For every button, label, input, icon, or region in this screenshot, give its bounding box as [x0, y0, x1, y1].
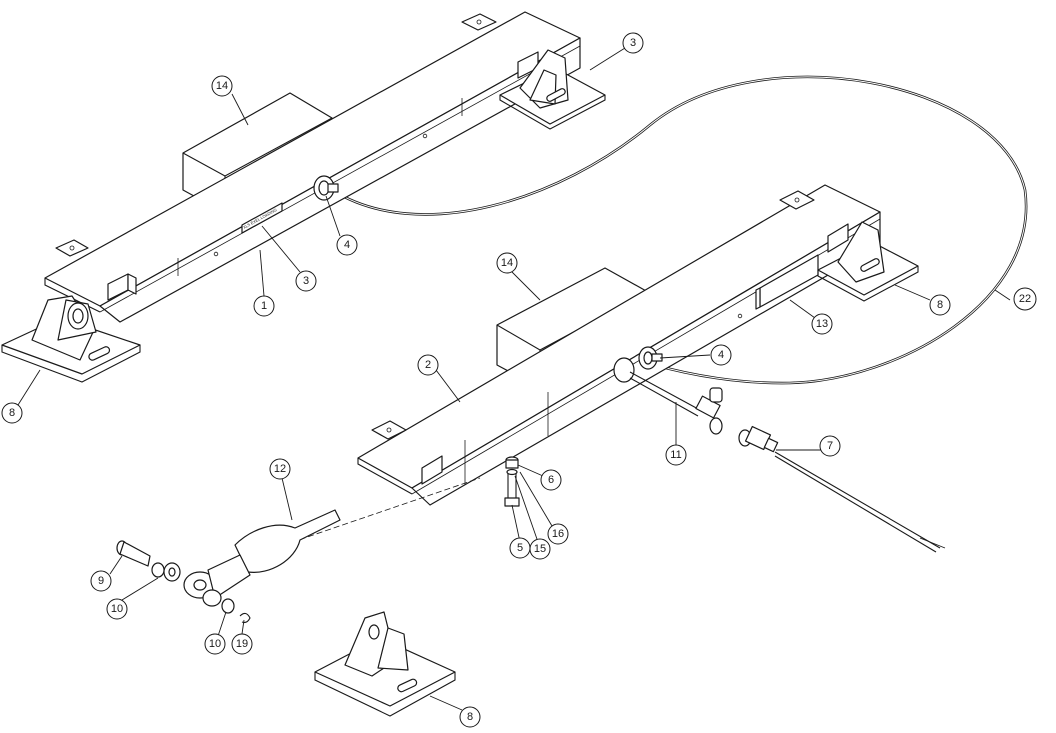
callout-12-text: 12: [274, 463, 286, 475]
callout-7: 7: [819, 435, 841, 457]
beam-2-tabs: [371, 190, 849, 485]
callout-3-nameplate: 3: [295, 270, 317, 292]
callout-11-text: 11: [670, 449, 681, 461]
callout-4-lower: 4: [710, 344, 732, 366]
callout-19-text: 19: [236, 638, 248, 650]
callout-15-text: 15: [534, 543, 546, 555]
connector-4-lower: [613, 346, 663, 383]
callout-4-lower-text: 4: [718, 349, 724, 361]
callout-10-left: 10: [106, 598, 128, 620]
foot-8-bottom: [314, 611, 456, 717]
clip-19: [239, 612, 251, 624]
leader-lines: [17, 47, 1011, 711]
callout-2-text: 2: [425, 359, 431, 371]
callout-4-upper: 4: [336, 234, 358, 256]
callout-11: 11: [665, 444, 687, 466]
callout-10-right-text: 10: [209, 638, 221, 650]
foot-8-upper-right: [499, 49, 606, 130]
callout-3-upper-right-text: 3: [630, 37, 636, 49]
callout-13: 13: [811, 313, 833, 335]
pin-9: [116, 540, 151, 567]
callout-6-text: 6: [548, 474, 554, 486]
callout-4-upper-text: 4: [344, 239, 350, 251]
connector-4-upper: [313, 175, 339, 201]
callout-8-left: 8: [1, 402, 23, 424]
bolt-assembly-5: [504, 456, 520, 507]
cable-22: [331, 75, 1028, 385]
cable-7: [738, 425, 946, 553]
callout-22-text: 22: [1019, 293, 1031, 305]
callout-9-text: 9: [98, 575, 104, 587]
callout-10-right: 10: [204, 633, 226, 655]
callout-8-right: 8: [929, 294, 951, 316]
callout-5-text: 5: [517, 542, 523, 554]
callout-3-upper-right: 3: [622, 32, 644, 54]
callout-1: 1: [253, 295, 275, 317]
washer-10-left: [151, 562, 181, 582]
load-beam-2: [357, 184, 881, 506]
callout-8-bottom: 8: [459, 706, 481, 728]
callout-13-text: 13: [816, 318, 828, 330]
callout-16-text: 16: [552, 528, 564, 540]
callout-5: 5: [509, 537, 531, 559]
callout-8-bottom-text: 8: [467, 711, 473, 723]
callout-14-upper-text: 14: [216, 80, 228, 92]
callout-1-text: 1: [261, 300, 267, 312]
washer-10-right: [221, 598, 235, 614]
callout-3-nameplate-text: 3: [303, 275, 309, 287]
rod-end-12: [183, 477, 481, 607]
callout-7-text: 7: [827, 440, 833, 452]
callout-15: 15: [529, 538, 551, 560]
beam-1-tabs: [55, 13, 539, 301]
callout-9: 9: [90, 570, 112, 592]
callout-8-left-text: 8: [9, 407, 15, 419]
callout-19: 19: [231, 633, 253, 655]
callout-12: 12: [269, 458, 291, 480]
callout-2: 2: [417, 354, 439, 376]
callout-8-right-text: 8: [937, 299, 943, 311]
callout-14-lower: 14: [496, 252, 518, 274]
callout-6: 6: [540, 469, 562, 491]
callout-14-upper: 14: [211, 75, 233, 97]
callout-22: 22: [1013, 287, 1037, 311]
load-beam-1: XLS EXEL LOADING: [44, 11, 581, 323]
cable-11: [629, 371, 723, 435]
callout-10-left-text: 10: [111, 603, 123, 615]
foot-8-right: [817, 221, 919, 302]
callout-16: 16: [547, 523, 569, 545]
foot-8-left: [1, 295, 141, 383]
callout-14-lower-text: 14: [501, 257, 513, 269]
